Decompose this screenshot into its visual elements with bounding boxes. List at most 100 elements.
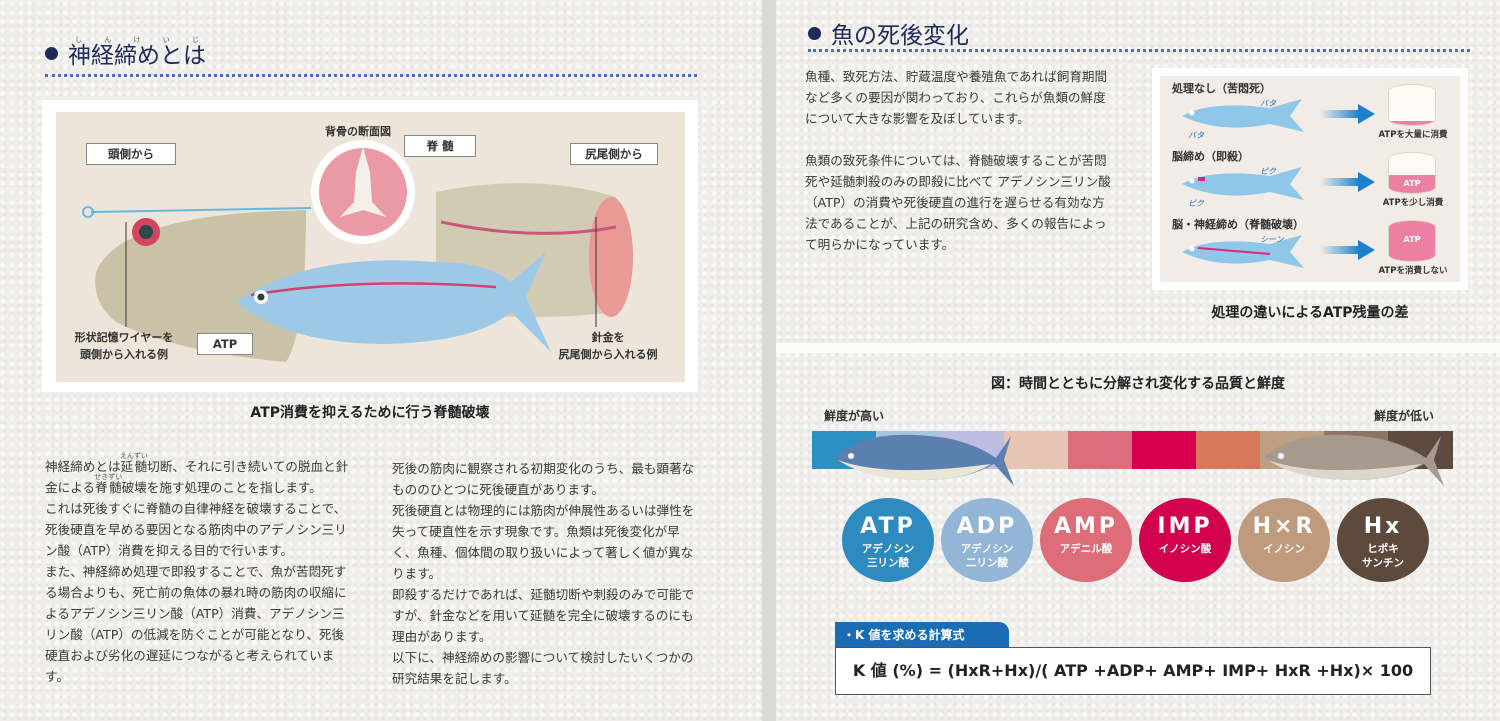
text: 破壊を施す処理のことを指します。 [121,480,322,495]
sfx-text: バタ [1188,131,1204,140]
paragraph: 魚類の致死条件については、脊髄破壊することが苦悶死や延髄刺殺のみの即殺に比べて … [805,153,1111,252]
ruby-text: せきずい [94,473,123,481]
atp-fill [1389,121,1435,125]
fresh-low-label: 鮮度が低い [1374,409,1435,423]
paragraph: 死後硬直とは物理的には筋肉が伸展性あるいは弾性を失って硬直性を示す現象です。魚類… [392,503,695,581]
stage-name: イノシン酸 [1158,543,1212,555]
atp-figure: 処理なし（苦悶死） バタ バタ ATPを大量に消費脳締め（即殺） ピク ピク A… [1152,68,1468,290]
figure-caption: ATP消費を抑えるために行う脊髄破壊 [250,405,490,421]
bullet-icon [808,26,821,40]
arrow-right-icon [1320,104,1375,124]
ruby-base: 脊髄 [94,480,123,495]
atp-fill: ATP [1389,175,1435,193]
section-heading: 魚の死後変化 [808,16,969,50]
stage-circle-atp: ATP アデノシン三リン酸 [842,498,934,582]
color-bar-segment [1004,431,1069,469]
text: 切断、それに引き続いての脱血と針金による [45,459,349,495]
stage-circle-hx: Hx ヒポキサンチン [1337,498,1429,582]
ruby-text: えんずい [119,452,148,460]
sfx-text: バタ [1260,99,1276,108]
paragraph: 死後の筋肉に観察される初期変化のうち、最も顕著なもののひとつに死後硬直があります… [392,461,695,497]
label-atp: ATP [197,333,253,355]
divider [45,74,697,77]
heading-text: 魚の死後変化 [831,23,969,49]
bullet-icon [45,46,58,60]
atp-figure-caption: 処理の違いによるATP残量の差 [1211,305,1409,321]
intro-text: 魚種、致死方法、貯蔵温度や養殖魚であれば飼育期間など多くの要因が関わっており、こ… [805,66,1117,255]
atp-result: ATPを少し消費 [1382,198,1444,208]
stage-circle-adp: ADP アデノシン二リン酸 [941,498,1033,582]
text: 神経締めとは [45,459,121,474]
note-wire: 形状記憶ワイヤーを頭側から入れる例 [64,329,184,363]
stage-name: 二リン酸 [966,557,1008,569]
sardine-icon [1182,167,1304,200]
arrow-right-icon [1320,240,1375,260]
stage-circle-h×r: H×R イノシン [1238,498,1330,582]
color-bar-segment [1196,431,1261,469]
paragraph: 魚種、致死方法、貯蔵温度や養殖魚であれば飼育期間など多くの要因が関わっており、こ… [805,69,1108,126]
sfx-text: ピク [1260,167,1276,176]
decay-title: 図：時間とともに分解され変化する品質と鮮度 [991,376,1285,392]
atp-cylinder: ATP [1388,152,1436,194]
stage-circle-amp: AMP アデニル酸 [1040,498,1132,582]
note-line: 頭側から入れる例 [80,348,168,361]
paragraph: 即殺するだけであれば、延髄切断や刺殺のみで可能ですが、針金などを用いて延髄を完全… [392,587,695,644]
note-line: 尻尾側から入れる例 [558,348,658,361]
stage-abbr: Hx [1363,514,1403,539]
sfx-text: シーン [1260,235,1284,244]
stage-abbr: H×R [1252,514,1316,539]
paragraph: これは死後すぐに脊髄の自律神経を破壊することで、死後硬直を早める要因となる筋肉中… [45,501,347,558]
atp-row-title: 脳・神経締め（脊髄破壊） [1172,218,1304,231]
left-page: 神経締めとはしんけいじ 頭側から 背骨の断面図 脊 髄 尻尾側から ATP 形状… [0,0,762,721]
paragraph: 以下に、神経締めの影響について検討したいくつかの研究結果を記します。 [392,650,694,686]
label-cross-section: 背骨の断面図 [325,125,391,138]
fresh-fish-icon [834,434,1014,486]
note-line: 針金を [591,331,625,344]
stage-name: アデニル酸 [1059,543,1113,555]
section-separator [776,343,1500,353]
heading-text: 神経締めとは [68,43,206,69]
label-head-side: 頭側から [86,143,176,165]
paragraph: また、神経締め処理で即殺することで、魚が苦悶死する場合よりも、死亡前の魚体の暴れ… [45,564,347,684]
stage-abbr: AMP [1053,514,1119,539]
figure-frame: 頭側から 背骨の断面図 脊 髄 尻尾側から ATP 形状記憶ワイヤーを頭側から入… [42,100,698,392]
sfx-text: ピク [1188,199,1204,208]
stale-fish-icon [1264,434,1444,486]
divider [808,49,1470,52]
stage-name: ヒポキ [1367,543,1399,555]
note-needle: 針金を尻尾側から入れる例 [548,329,668,363]
atp-fill: ATP [1389,221,1435,261]
note-line: 形状記憶ワイヤーを [74,331,174,344]
ruby-base: 延髄 [119,459,148,474]
label-spinal-cord: 脊 髄 [404,135,476,157]
stage-abbr: ATP [860,514,916,539]
stage-abbr: ADP [956,514,1018,539]
atp-cylinder: ATP [1388,220,1436,262]
formula-tab: ・K 値を求める計算式 [835,622,1009,648]
stage-name: イノシン [1263,543,1305,555]
atp-row-title: 脳締め（即殺） [1172,150,1249,163]
stage-circle-imp: IMP イノシン酸 [1139,498,1231,582]
label-tail-side: 尻尾側から [570,143,658,165]
atp-result: ATPを消費しない [1378,266,1448,276]
atp-row-title: 処理なし（苦悶死） [1172,82,1271,95]
atp-result: ATPを大量に消費 [1378,130,1448,140]
arrow-right-icon [1320,172,1375,192]
stage-name: サンチン [1362,557,1404,569]
fresh-high-label: 鮮度が高い [824,409,885,423]
sardine-icon [1182,99,1304,132]
stage-name: アデノシン [960,543,1014,555]
body-column-2: 死後の筋肉に観察される初期変化のうち、最も顕著なもののひとつに死後硬直があります… [392,458,702,689]
stage-abbr: IMP [1157,514,1213,539]
paragraph: 神経締めとは延髄えんずい切断、それに引き続いての脱血と針金による脊髄せきずい破壊… [45,452,355,498]
sardine-icon [1182,235,1304,268]
atp-cylinder [1388,84,1436,126]
stage-name: アデノシン [861,543,915,555]
heading-ruby: しんけいじ [68,36,206,44]
k-value-formula: K 値 (%) = (HxR+Hx)/( ATP +ADP+ AMP+ IMP+… [835,647,1431,695]
color-bar-segment [1068,431,1133,469]
stage-name: 三リン酸 [867,557,909,569]
color-bar-segment [1132,431,1197,469]
body-column-1: 神経締めとは延髄えんずい切断、それに引き続いての脱血と針金による脊髄せきずい破壊… [45,452,355,687]
right-page: 魚の死後変化 魚種、致死方法、貯蔵温度や養殖魚であれば飼育期間など多くの要因が関… [776,0,1500,721]
